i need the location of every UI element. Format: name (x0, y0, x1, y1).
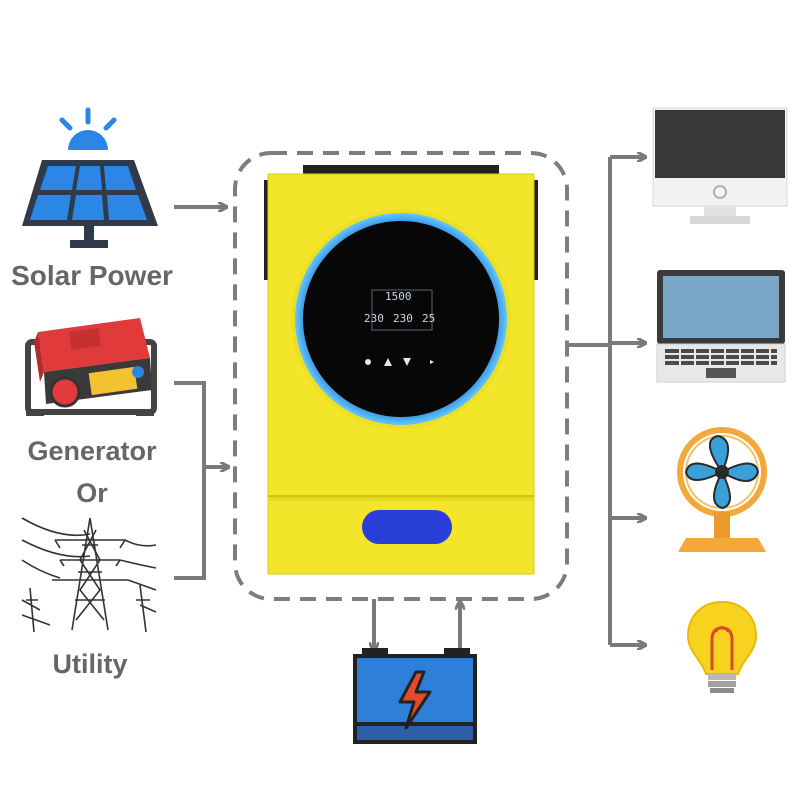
lcd-readout-output-voltage: 230 (393, 312, 413, 325)
solar-power-label: Solar Power (11, 260, 173, 291)
fan-icon (677, 427, 767, 552)
inverter-unit: 1500 230 230 25 (264, 165, 538, 575)
solar-panel-icon (22, 107, 158, 248)
lcd-readout-input-voltage: 230 (364, 312, 384, 325)
laptop-icon (656, 270, 786, 383)
or-label: Or (76, 478, 108, 508)
inverter-buttons (365, 358, 434, 366)
status-indicator (362, 510, 452, 544)
output-connector (567, 157, 612, 645)
light-bulb-icon (686, 600, 758, 693)
generator-icon (25, 318, 157, 416)
desktop-computer-icon (652, 107, 788, 224)
battery-icon (353, 648, 477, 744)
utility-label: Utility (52, 649, 127, 679)
lcd-display: 1500 230 230 25 (364, 289, 435, 331)
utility-tower-icon (21, 517, 157, 633)
grid-input-connector (174, 381, 206, 580)
lcd-readout-power: 1500 (385, 290, 412, 303)
inverter-dashed-border (233, 151, 569, 601)
lcd-readout-battery: 25 (422, 312, 435, 325)
generator-label: Generator (27, 436, 157, 466)
